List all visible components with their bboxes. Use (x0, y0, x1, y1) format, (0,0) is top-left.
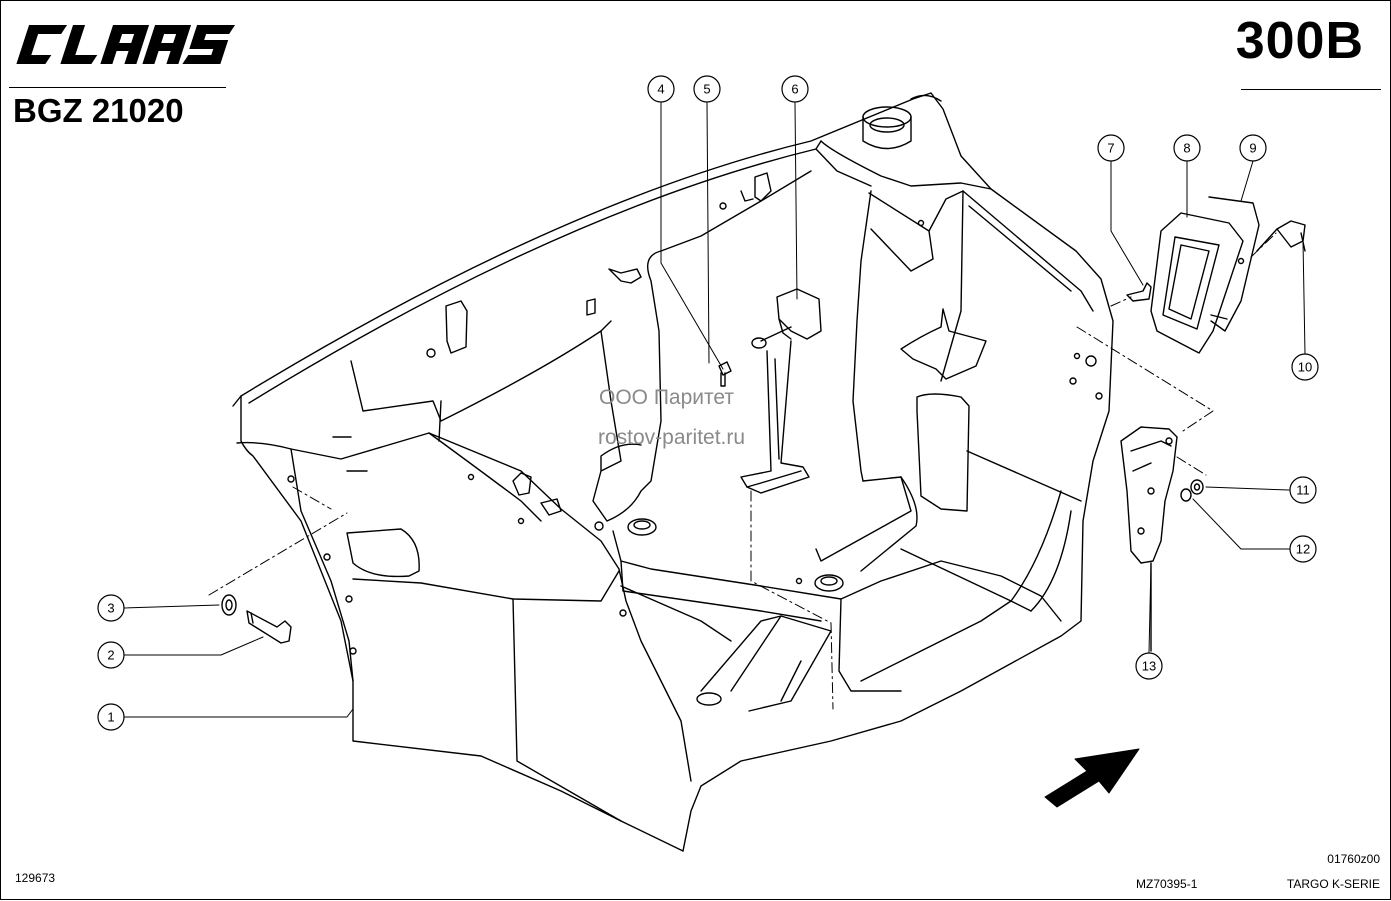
callout-1 (97, 703, 125, 731)
catalog-reference: MZ70395-1 (1136, 877, 1198, 891)
callout-6 (781, 75, 809, 103)
callout-number-3: 3 (107, 601, 114, 616)
callout-circles (97, 75, 1319, 731)
header-rule-right (1241, 89, 1381, 90)
callout-10 (1291, 353, 1319, 381)
header-rule-left (9, 87, 226, 88)
callout-8 (1173, 134, 1201, 162)
callout-4 (647, 75, 675, 103)
callout-number-7: 7 (1107, 141, 1114, 156)
callout-3 (97, 594, 125, 622)
direction-arrow-icon (1044, 748, 1140, 808)
callout-number-8: 8 (1183, 141, 1190, 156)
drawing-id: 01760z00 (1327, 852, 1380, 866)
fastener-parts (221, 282, 1204, 644)
post-bracket-part (740, 288, 822, 494)
side-bracket-part (1120, 426, 1178, 652)
callout-9 (1239, 134, 1267, 162)
claas-logo (16, 25, 236, 64)
series-name: TARGO K-SERIE (1286, 877, 1380, 891)
watermark-company: ООО Паритет (599, 386, 735, 409)
page-code: 300B (1235, 12, 1364, 70)
callout-number-9: 9 (1249, 141, 1256, 156)
document-number: 129673 (15, 871, 56, 885)
housing-part (232, 92, 1114, 852)
leader-lines (123, 102, 1306, 718)
callout-11 (1289, 476, 1317, 504)
callout-number-12: 12 (1296, 542, 1310, 557)
callout-13 (1135, 652, 1163, 680)
callout-number-4: 4 (657, 82, 664, 97)
watermark-website: rostov-paritet.ru (598, 426, 746, 449)
handle-parts (1150, 196, 1306, 354)
callout-number-10: 10 (1298, 360, 1312, 375)
assembly-lines (208, 232, 1277, 710)
callout-5 (693, 75, 721, 103)
callout-number-13: 13 (1142, 659, 1156, 674)
callout-number-5: 5 (703, 82, 710, 97)
callout-2 (97, 641, 125, 669)
callout-number-11: 11 (1296, 483, 1310, 498)
callout-number-1: 1 (107, 710, 114, 725)
callout-7 (1097, 134, 1125, 162)
callout-number-6: 6 (791, 82, 798, 97)
callout-numbers: 1 2 3 4 5 6 7 8 9 10 11 12 13 (107, 82, 1312, 725)
callout-12 (1289, 535, 1317, 563)
callout-number-2: 2 (107, 648, 114, 663)
group-code: BGZ 21020 (13, 92, 184, 129)
